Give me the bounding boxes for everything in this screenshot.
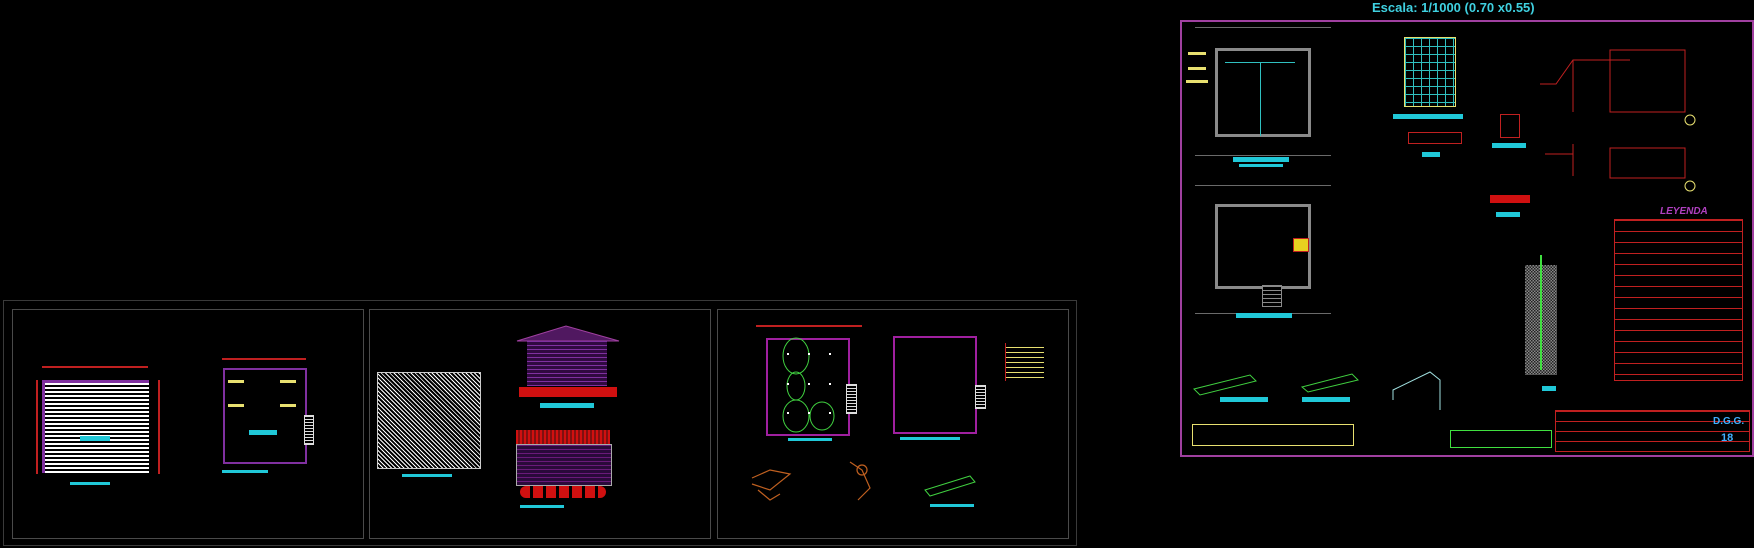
dimension-line (42, 366, 148, 368)
title-block-sheet-number: 18 (1721, 432, 1734, 444)
plan-caption (222, 470, 268, 473)
room-label (249, 430, 277, 435)
plan-caption (1236, 313, 1292, 318)
detail-caption (1496, 212, 1520, 217)
cross-section (1408, 132, 1462, 144)
stair (975, 385, 986, 409)
plan-corner-marks (1195, 27, 1331, 156)
panel-board-symbol (1293, 238, 1309, 252)
annotation (1188, 67, 1206, 70)
ground-rod (1540, 255, 1542, 370)
notes-box-2 (1450, 430, 1552, 448)
dimension-line (36, 380, 38, 474)
plan-caption (788, 438, 832, 441)
room-label (80, 436, 110, 441)
grid-caption (1393, 114, 1463, 119)
legend-table (1614, 219, 1743, 381)
wiring-run (1260, 62, 1261, 136)
pile-footings (520, 486, 606, 498)
annotation (1188, 52, 1206, 55)
elevation-caption (540, 403, 594, 408)
section-caption (1422, 152, 1440, 157)
plan-caption (1239, 164, 1283, 167)
title-block (1555, 410, 1750, 452)
dimension-line (158, 380, 160, 474)
foundation-plan (1500, 114, 1520, 138)
plan-caption (70, 482, 110, 485)
room-label (228, 380, 244, 383)
foundation (519, 387, 617, 397)
foundation-caption (1492, 143, 1526, 148)
solar-panel-grid (1404, 37, 1456, 107)
detail-footing (1490, 195, 1530, 203)
room-label (228, 404, 244, 407)
luminaire-caption (1220, 397, 1268, 402)
panel-1-frame (12, 309, 364, 539)
room-label (280, 380, 296, 383)
room-label (280, 404, 296, 407)
stair (846, 384, 857, 414)
luminaire-caption (1302, 397, 1350, 402)
annotation (1186, 80, 1208, 83)
legend-title: LEYENDA (1660, 206, 1708, 217)
stair (1262, 285, 1282, 307)
panel-3-frame (717, 309, 1069, 539)
roof-plan (42, 380, 149, 473)
drawing-frame-left (3, 300, 1077, 546)
electrical-sheet-border (1180, 20, 1754, 457)
electrical-floor-plan-1 (1215, 48, 1311, 137)
front-elevation (527, 341, 607, 386)
dimension-line (756, 325, 862, 327)
detail-caption (930, 504, 974, 507)
dimension-line (222, 358, 306, 360)
title-block-logo: D.G.G. (1713, 416, 1745, 427)
switch-schedule (1005, 343, 1044, 381)
stair (304, 415, 314, 445)
side-elevation (516, 444, 612, 486)
scale-title: Escala: 1/1000 (0.70 x0.55) (1372, 0, 1535, 15)
plan-caption (900, 437, 960, 440)
notes-box (1192, 424, 1354, 446)
ground-rod-caption (1542, 386, 1556, 391)
hatched-roof-plan (377, 372, 481, 469)
elevation-caption (520, 505, 564, 508)
panel-2-frame (369, 309, 711, 539)
plan-caption (402, 474, 452, 477)
plan-caption (1233, 157, 1289, 162)
side-elevation-roof (516, 430, 610, 444)
